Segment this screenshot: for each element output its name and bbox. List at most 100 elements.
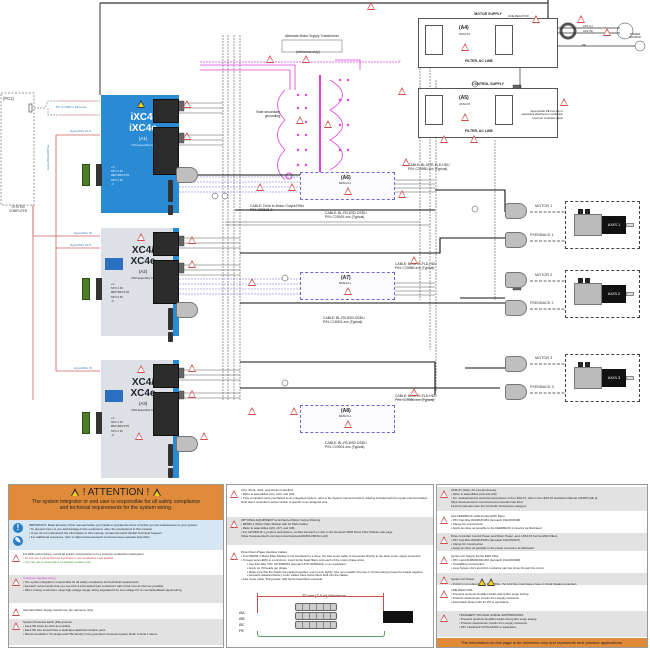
cable-label-line: CABLE: BL-MTR-FLD-HDU (408, 163, 450, 167)
axis3-motor[interactable]: AXIS 3 (565, 354, 640, 402)
motor-housing (574, 214, 602, 236)
axis2-motor-label: MOTOR 2 (535, 273, 553, 277)
controller-a1-warning-icon (137, 100, 145, 108)
warning-icon (398, 190, 406, 198)
note-title: System AC Supply Ferrite EMC Filter (451, 554, 499, 558)
axis1-feedback-connector[interactable] (505, 232, 527, 248)
note-bullet: • Recommendation: Terminate each PE dire… (23, 631, 159, 636)
controller-a3-feedback-connector[interactable] (176, 436, 198, 452)
controller-a1-title-2: iXC4e (129, 123, 157, 134)
io-label: +V (111, 282, 115, 286)
axis1-motor[interactable]: AXIS 1 (565, 201, 640, 249)
bullet-text: If an MFMIII-1 Motor Filter Module is no… (242, 553, 422, 558)
warning-icon (603, 28, 611, 36)
motor-cable-label-3: CABLE: BL-MTR-FLD-HDU P/N: C19980-xxx (T… (395, 394, 437, 403)
motor-filter-a8[interactable]: (A8) MFM-III-1 (300, 405, 395, 433)
motor-filter-a8-id: (A8) (341, 408, 351, 414)
io-label: STO 2 IN (111, 294, 123, 299)
drive-filter-cable-label-1: CABLE: Drive to Motor Output Filter P/N:… (250, 204, 304, 213)
controller-a1-control-supply-port[interactable] (153, 99, 179, 123)
cable-label-line: CABLE: BL-MTR-FLD-HDU (395, 262, 437, 266)
ground-symbols (211, 22, 646, 387)
axis2-motor-connector[interactable] (505, 272, 527, 288)
bullet-text: Refer to assemblies (A1), (A2), and (A3)… (242, 491, 296, 496)
controller-a3[interactable]: XC4/XC4e (A3) IXM assembly A3 +V STO 1 I… (101, 360, 191, 478)
notes-panel-middle: XC4, XC4e, iXC4, and iXC4e Controllers •… (226, 484, 434, 648)
control-supply-warning-icon (461, 113, 469, 121)
controller-a2-motor-supply-port[interactable] (153, 260, 179, 304)
transformer-title: Alternate Motor Supply Transformer (285, 34, 339, 38)
note-5-text: XC4, XC4e, iXC4, and iXC4e Controllers •… (241, 488, 431, 505)
controller-a1-feedback-port[interactable] (168, 180, 173, 202)
control-supply-filter-a5[interactable]: CONTROL SUPPLY (A5) UFM-ST FILTER, AC LI… (418, 82, 558, 138)
note-1: For EMC performance, mount all system co… (9, 551, 223, 573)
motor-connector-cap (585, 362, 590, 367)
controller-a3-io-connector[interactable] (82, 412, 90, 434)
line-reactor-label: LINE REACTOR (508, 14, 529, 18)
bullet-text: Refer to assemblies (A6), (A7), and (A8)… (242, 525, 296, 530)
controller-a2-io-connector[interactable] (82, 278, 90, 300)
bullet-text: P/N: Fair-Rite #0446164281 (Aerotech # E… (452, 537, 521, 542)
warning-icon (470, 135, 478, 143)
bullet-text: Prevents spurious Amplifier Faults durin… (460, 616, 538, 621)
controller-a3-dip-switch[interactable] (105, 390, 123, 402)
controller-a2-feedback-port[interactable] (168, 308, 173, 330)
warning-icon (188, 260, 196, 268)
axis2-feedback-connector[interactable] (505, 300, 527, 316)
note-bullet: • Each PE wire should have a dedicated a… (23, 627, 106, 632)
bullet-text: When routing conductors, keep high-volta… (24, 587, 183, 592)
warning-icon (367, 2, 375, 10)
controller-a1-aux-port[interactable] (168, 205, 173, 215)
controller-a1-io-labels: +V STO 1 IN RETURN STO STO 2 IN -V (111, 165, 129, 186)
pe-wire (257, 631, 385, 637)
ferrite-bead-diagram: 75 mm [3.0 in] Maximum ØA ØB ØC PE (239, 593, 427, 643)
control-supply-output-section (425, 95, 443, 125)
motor-cable-label-2: CABLE: BL-MTR-FLD-HDU P/N: C19980-xxx (T… (395, 262, 437, 271)
note-bullet: ▪ Make sure that the beads are packed to… (247, 569, 424, 574)
controller-a3-feedback-port[interactable] (168, 444, 173, 466)
controller-a1-io-connector[interactable] (82, 164, 90, 186)
controller-a2-feedback-connector[interactable] (176, 302, 198, 318)
axis3-motor-connector[interactable] (505, 356, 527, 372)
pc-link-label: PC to USB or Ethernet (56, 105, 87, 109)
warning-icon (290, 407, 298, 415)
cable-label-line: CABLE: BL-FB-DSD-DSDU (325, 441, 367, 445)
note-10-warning-icon (440, 536, 448, 544)
io-label: STO 2 IN (111, 177, 123, 182)
attention-banner: ! ATTENTION ! The system integrator or e… (9, 485, 223, 520)
controller-a3-aux-port[interactable] (168, 468, 173, 478)
note-13-text: LINE REACTOR • Prevents spurious Amplifi… (451, 588, 643, 605)
bullet-text: Clamp-On Construction (452, 521, 484, 526)
note-title: Drive Motor-Phase Interface Cables (241, 550, 287, 554)
controller-a1[interactable]: iXC4/iXC4e (A1) IXM assembly A1 +V STO 1… (101, 95, 191, 215)
controller-a3-control-supply-port[interactable] (153, 364, 179, 388)
motor-supply-warning-icon (461, 43, 469, 51)
controller-a3-id: (A3) (138, 401, 148, 406)
io-label: -V (111, 181, 114, 186)
cable-label-line: CABLE: BL-FB-DSD-DSDU (323, 316, 365, 320)
warning-icon (183, 132, 191, 140)
note-12-shock-icon (486, 578, 495, 586)
motor-supply-filter-a4[interactable]: MOTOR SUPPLY (A4) UFM-ST FILTER, AC LINE (418, 12, 558, 68)
warning-icon (248, 407, 256, 415)
controller-a1-io-plug (96, 164, 102, 186)
motor-supply-id: (A4) (459, 25, 469, 31)
cable-label-line: P/N: C19001-xxx (Typical) (325, 445, 365, 450)
controller-a2-dip-switch[interactable] (105, 258, 123, 270)
axis2-motor[interactable]: AXIS 2 (565, 270, 640, 318)
axis1-motor-connector[interactable] (505, 203, 527, 219)
note-13: LINE REACTOR • Prevents spurious Amplifi… (437, 587, 647, 609)
controller-a1-feedback-connector[interactable] (176, 167, 198, 183)
controller-a2-aux-port[interactable] (168, 332, 173, 342)
note-8-warning-icon (440, 490, 448, 498)
bullet-text: Refer to assemblies (A4) and (A5). (452, 491, 498, 496)
controller-a3-motor-supply-port[interactable] (153, 392, 179, 436)
axis3-feedback-connector[interactable] (505, 384, 527, 400)
controller-a2[interactable]: XC4/XC4e (A2) IXM assembly A2 +V STO 1 I… (101, 228, 191, 342)
motor-filter-a6[interactable]: (A6) MFM-III-1 (300, 172, 395, 200)
controller-a1-motor-supply-port[interactable] (153, 127, 179, 175)
motor-filter-a7[interactable]: (A7) MFM-III-1 (300, 272, 395, 300)
controller-a2-control-supply-port[interactable] (153, 232, 179, 256)
motor-filter-a6-warning-icon (344, 187, 352, 195)
note-4-warning-icon (12, 622, 20, 630)
